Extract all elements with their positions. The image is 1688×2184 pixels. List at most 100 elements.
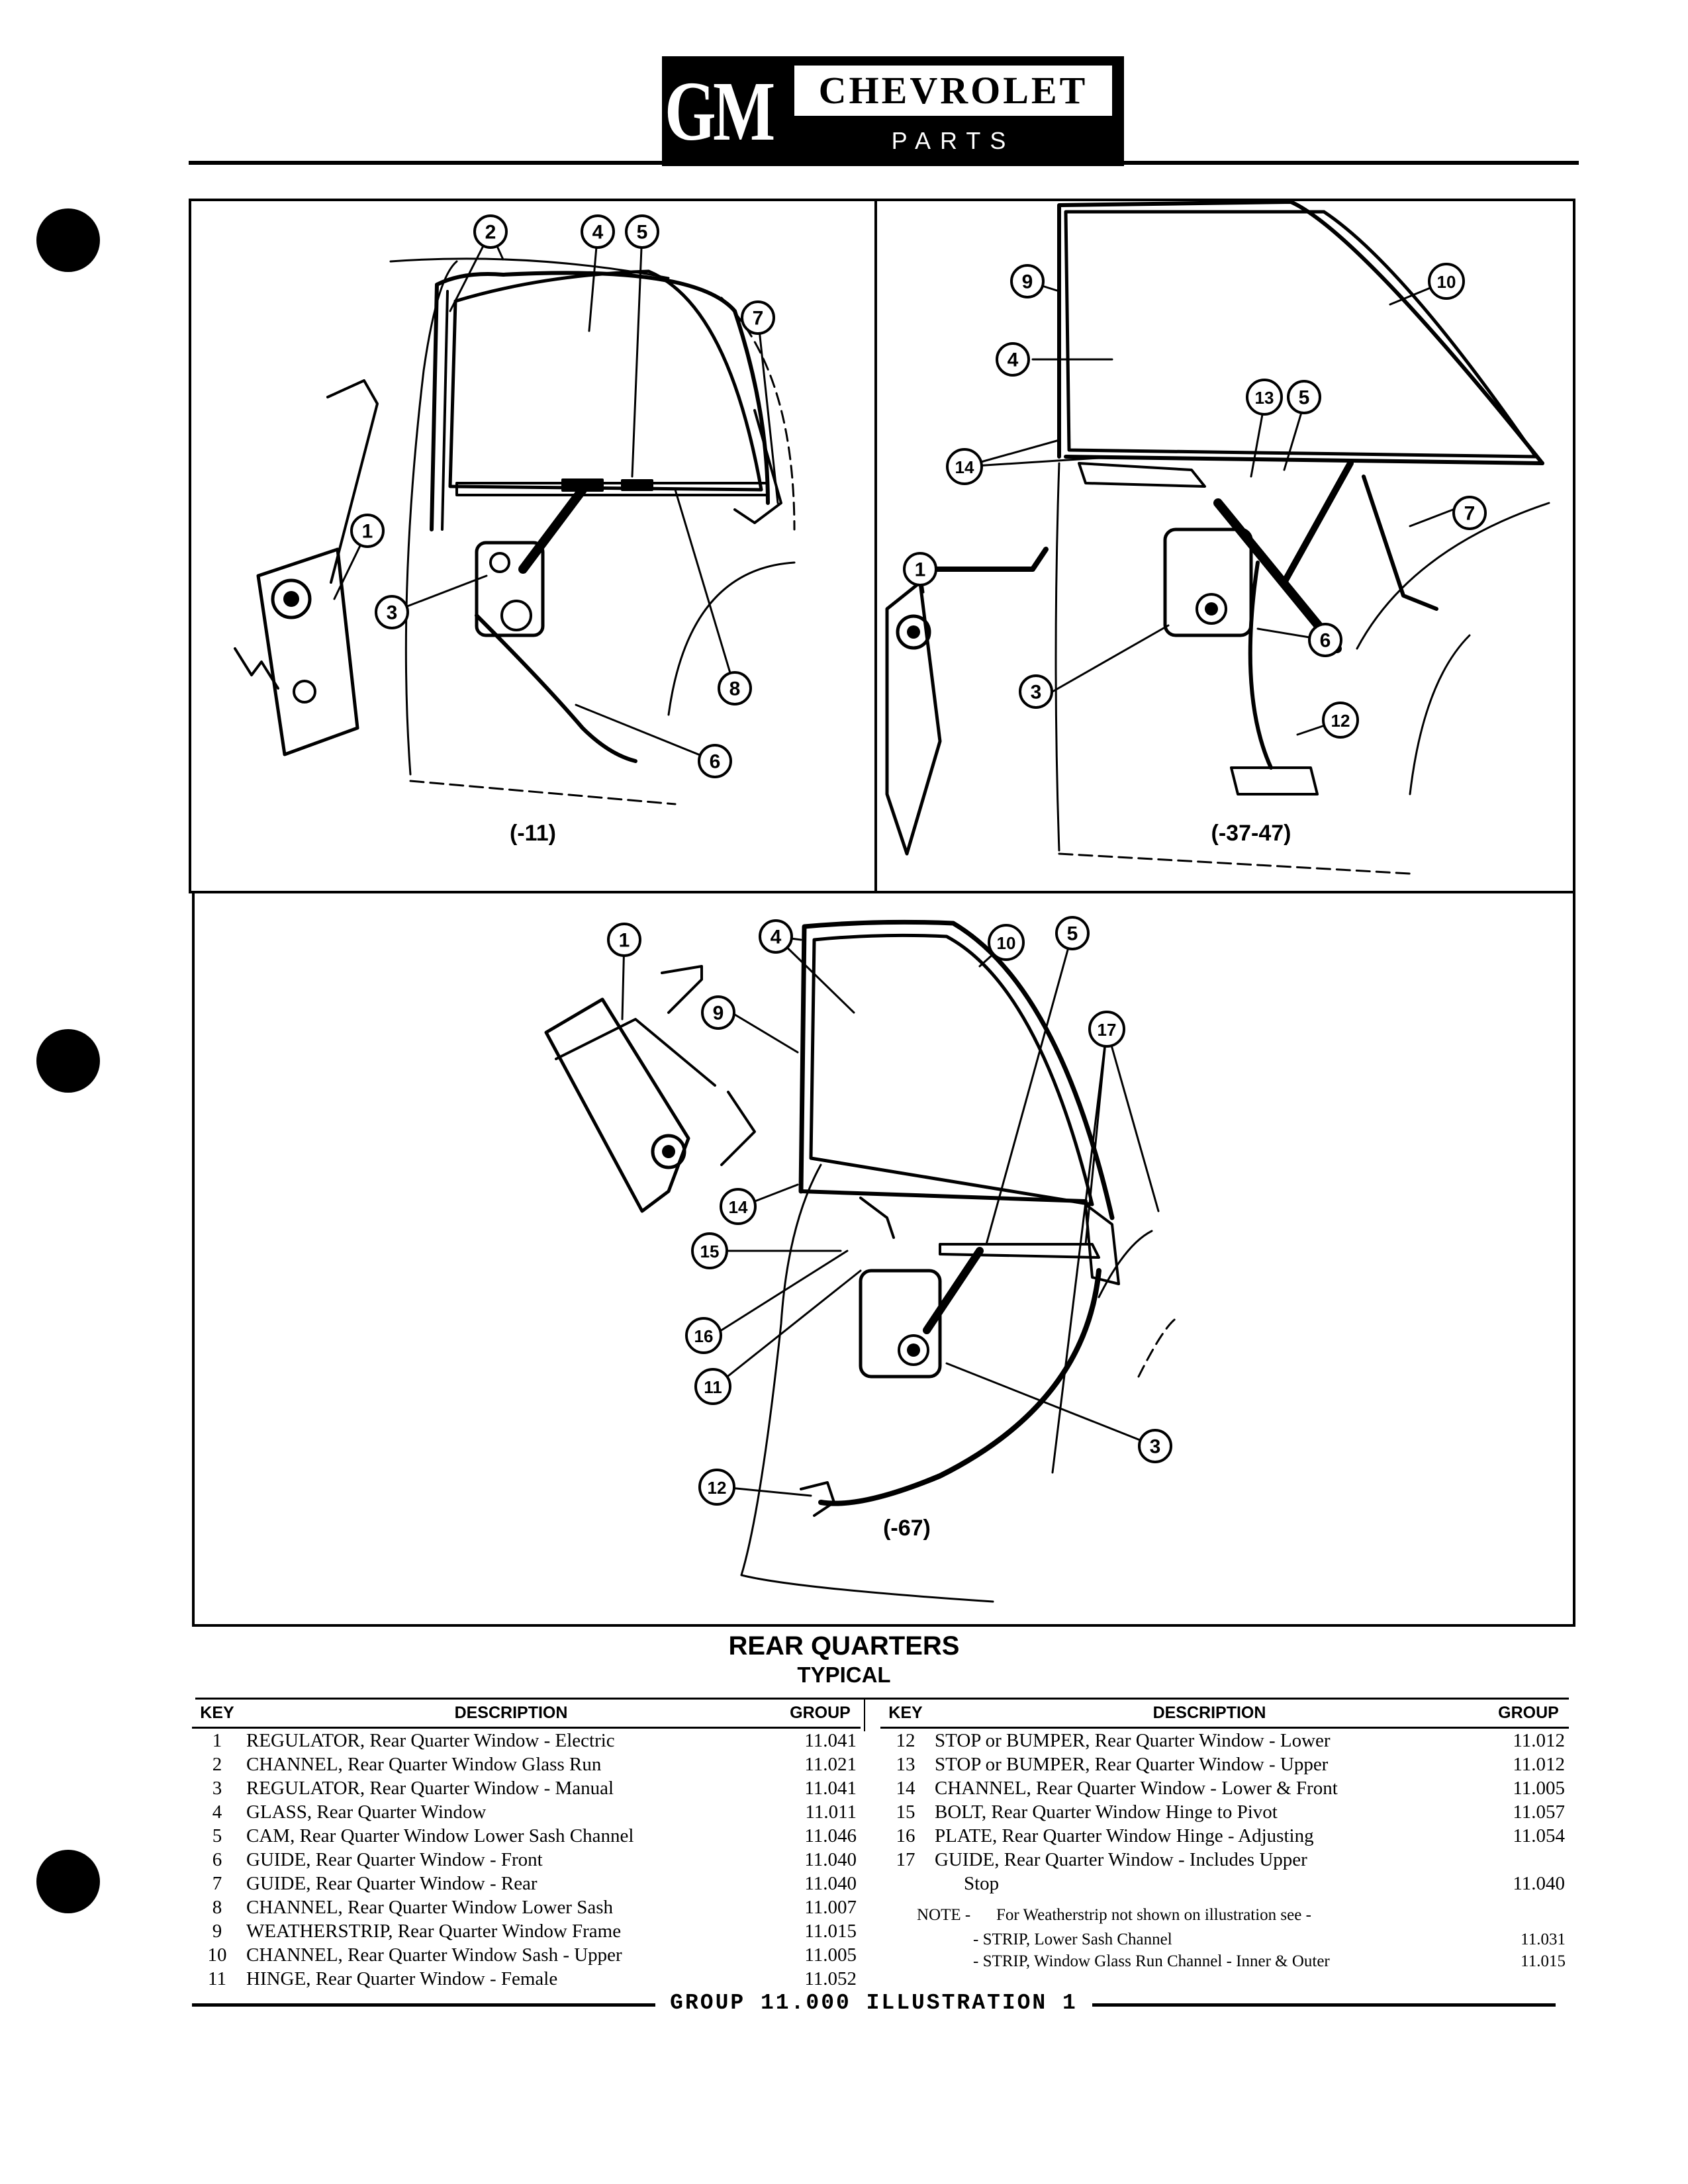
col-key: KEY [192,1700,242,1729]
figure-label-37-47: (-37-47) [1211,821,1291,846]
callout-6b: 6 [1308,623,1342,657]
svg-text:14: 14 [729,1197,748,1217]
svg-text:5: 5 [637,222,648,244]
callout-11: 11 [694,1368,731,1405]
svg-text:16: 16 [694,1326,714,1346]
svg-text:4: 4 [1008,349,1019,371]
callout-8: 8 [718,671,752,705]
callout-5c: 5 [1055,916,1090,950]
header-rule [189,161,1579,165]
svg-text:2: 2 [485,222,496,244]
callout-3c: 3 [1138,1429,1172,1463]
svg-text:10: 10 [997,933,1016,953]
note-item-desc: - STRIP, Window Glass Run Channel - Inne… [973,1952,1330,1970]
svg-text:13: 13 [1255,388,1274,408]
callout-4c: 4 [759,919,793,954]
svg-text:5: 5 [1299,387,1310,409]
callout-10c: 10 [988,924,1025,961]
callout-5b: 5 [1287,380,1321,414]
note-item-group: 11.015 [1521,1952,1566,1970]
footer-text: GROUP 11.000 ILLUSTRATION 1 [670,1991,1078,2015]
svg-text:14: 14 [955,457,974,477]
svg-text:1: 1 [362,521,373,543]
gm-logo-mark: GM [665,59,775,163]
callout-1: 1 [350,514,385,548]
page-title: REAR QUARTERS [728,1631,960,1661]
callout-6: 6 [698,744,732,778]
callout-15: 15 [691,1232,728,1269]
svg-text:9: 9 [1022,271,1033,293]
callout-5: 5 [625,214,659,249]
callout-12c: 12 [698,1469,735,1506]
callout-10: 10 [1428,263,1465,300]
svg-text:7: 7 [753,308,764,330]
table-column-divider [864,1700,865,1731]
callout-9c: 9 [701,995,735,1030]
note-item-group: 11.031 [1521,1931,1566,1948]
binder-hole-bottom [36,1850,100,1913]
svg-text:17: 17 [1098,1020,1117,1040]
note-text: For Weatherstrip not shown on illustrati… [996,1906,1311,1924]
catalogue-title: PARTS CATALOGUE [839,127,1067,191]
svg-text:1: 1 [915,559,926,581]
col-key-right: KEY [880,1700,931,1729]
gm-chevrolet-logo: GM CHEVROLET PARTS CATALOGUE [662,56,1124,191]
note-prefix: NOTE - [917,1906,971,1924]
note-item-desc: - STRIP, Lower Sash Channel [973,1931,1172,1948]
svg-text:3: 3 [1031,682,1042,704]
svg-text:4: 4 [771,927,782,948]
binder-hole-middle [36,1029,100,1093]
figure-label-11: (-11) [510,821,556,846]
svg-text:12: 12 [708,1478,727,1498]
table-top-rule [195,1698,1569,1700]
svg-text:15: 15 [700,1242,720,1261]
svg-text:9: 9 [713,1003,724,1024]
svg-text:8: 8 [729,678,741,700]
col-group-right: GROUP [1488,1700,1569,1729]
callout-4: 4 [581,214,615,249]
callout-13: 13 [1246,379,1283,416]
callout-1c: 1 [607,923,641,957]
svg-text:1: 1 [619,930,630,952]
figure-panel-67 [192,891,1575,1627]
callout-3b: 3 [1019,674,1053,709]
callout-16: 16 [685,1317,722,1354]
binder-hole-top [36,208,100,272]
callout-1b: 1 [903,552,937,586]
callout-14: 14 [946,448,983,485]
callout-12: 12 [1322,702,1359,739]
footer-rule-right [1092,2003,1556,2007]
svg-text:6: 6 [710,751,721,773]
svg-text:11: 11 [704,1377,722,1397]
callout-3: 3 [375,595,409,629]
svg-text:6: 6 [1320,630,1331,652]
callout-14c: 14 [720,1188,757,1225]
callout-4b: 4 [996,342,1030,377]
callout-7: 7 [741,300,775,335]
brand-name: CHEVROLET [794,66,1112,116]
callout-2: 2 [473,214,508,249]
svg-text:4: 4 [592,222,604,244]
callout-9: 9 [1010,264,1045,298]
col-description: DESCRIPTION [242,1700,780,1729]
svg-text:5: 5 [1067,923,1078,945]
svg-text:3: 3 [1150,1436,1161,1458]
svg-text:3: 3 [387,602,398,624]
